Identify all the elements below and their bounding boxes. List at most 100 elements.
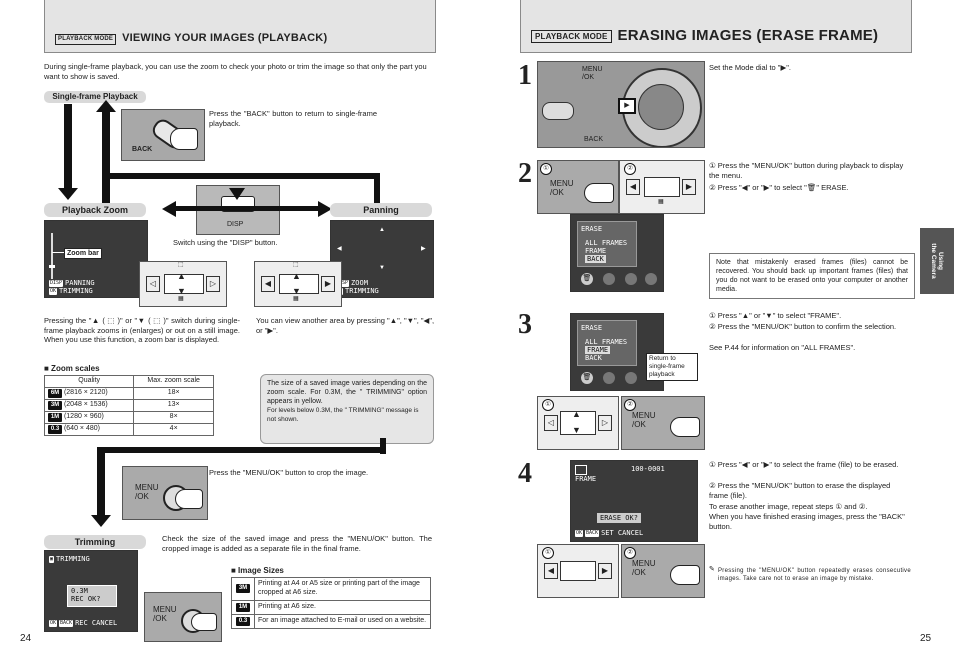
pad-right-icon: ▶ xyxy=(321,276,335,292)
return-callout: Return to single-frame playback xyxy=(646,353,698,381)
finger-pointer-icon xyxy=(175,489,203,509)
finger-pointer-icon xyxy=(670,565,700,585)
trim-description: Check the size of the saved image and pr… xyxy=(162,534,432,553)
double-arrow-shaft xyxy=(176,206,320,211)
step-4-instruction-3: To erase another image, repeat steps ① a… xyxy=(709,502,868,511)
dial-menu-label: MENU /OK xyxy=(582,66,603,81)
pad-down-arrow-icon: ▼ xyxy=(292,286,301,296)
trash-icon: 🗑 xyxy=(581,372,593,384)
step-2-erase-lcd: ERASE ALL FRAMES FRAME BACK 🗑 xyxy=(570,214,664,292)
step-3-control-pad: ① ◁ ▷ ▲ ▼ xyxy=(537,396,619,450)
menu-icon-4 xyxy=(645,273,657,285)
trim-lcd-title-text: TRIMMING xyxy=(56,555,90,563)
circled-1-icon: ① xyxy=(542,547,554,559)
menu-icon-2 xyxy=(603,273,615,285)
playback-icon: ▶ xyxy=(618,98,636,114)
left-page-number: 24 xyxy=(20,633,32,644)
pad-center xyxy=(164,274,204,294)
crop-instruction: Press the "MENU/OK" button to crop the i… xyxy=(209,468,369,477)
table-row: 1M (1280 × 960)8× xyxy=(43,410,214,424)
dial-back-label: BACK xyxy=(584,136,604,143)
circled-2-icon: ② xyxy=(624,399,636,411)
pan-right-arrow-icon: ▶ xyxy=(421,246,426,252)
quality-header: Quality xyxy=(43,375,135,388)
menu-ok-label: MENU /OK xyxy=(135,483,159,501)
step-4-control-pad: ① ◀ ▶ xyxy=(537,544,619,598)
pad-down-arrow-icon: ▼ xyxy=(572,425,581,435)
quality-03m-icon: 0.3 xyxy=(236,616,250,626)
table-row: 0.3 (640 × 480)4× xyxy=(43,422,214,436)
resolution: (2048 × 1536) xyxy=(63,400,108,408)
zoom-control-pad: ◁ ▷ ▲ ▼ ⬚ ▦ xyxy=(139,261,227,307)
ok-tag: OK xyxy=(49,619,58,627)
quality-1m-icon: 1M xyxy=(236,602,250,612)
playback-zoom-label: Playback Zoom xyxy=(44,203,146,217)
trash-icon: 🗑 xyxy=(581,273,593,285)
back-button-label: BACK xyxy=(132,146,153,153)
resolution: (1280 × 960) xyxy=(63,412,104,420)
zoom-scale: 8× xyxy=(133,410,214,424)
quality-3m-icon: 3M xyxy=(236,584,250,594)
erase-menu-frame: FRAME xyxy=(585,346,611,354)
mode-dial-inner xyxy=(638,84,684,130)
panning-label: Panning xyxy=(330,203,432,217)
trim-lcd-bottom-text: REC CANCEL xyxy=(75,619,118,627)
menu-ok-label: MENU /OK xyxy=(550,179,574,197)
right-header-band: PLAYBACK MODE ERASING IMAGES (ERASE FRAM… xyxy=(520,0,912,53)
size-note-text-2: For levels below 0.3M, the " TRIMMING" m… xyxy=(267,407,419,423)
back-tag: BACK xyxy=(59,619,74,627)
zoom-lcd-trimming: TRIMMING xyxy=(59,287,93,295)
step-2-instruction-2: ② Press "◀" or "▶" to select "🗑" ERASE. xyxy=(709,183,849,192)
pad-right-icon: ▷ xyxy=(206,276,220,292)
step-3-instruction-3: See P.44 for information on "ALL FRAMES"… xyxy=(709,343,856,352)
pan-control-pad: ◀ ▶ ▲ ▼ ⬚ ▦ xyxy=(254,261,342,307)
resolution: (2816 × 2120) xyxy=(63,388,108,396)
trimming-label: Trimming xyxy=(44,535,146,549)
size-usage: Printing at A6 size. xyxy=(254,599,431,615)
table-row: 6M (2816 × 2120)18× xyxy=(43,386,214,400)
tele-icon: ⬚ xyxy=(293,262,299,268)
zoom-bar-icon xyxy=(51,233,53,279)
zoom-description: Pressing the "▲ ( ⬚ )" or "▼ ( ⬚ )" swit… xyxy=(44,316,240,344)
erase-tip: Pressing the "MENU/OK" button repeatedly… xyxy=(718,568,911,582)
menu-ok-photo-2: MENU /OK xyxy=(144,592,222,642)
pan-lcd-zoom: ZOOM xyxy=(351,279,368,287)
erase-menu-back: BACK xyxy=(585,354,602,362)
erase-menu-frame: FRAME xyxy=(585,247,607,255)
quality-6m-icon: 6M xyxy=(48,388,62,398)
circled-1-icon: ① xyxy=(540,163,552,175)
return-arrow-horizontal xyxy=(102,173,380,179)
pan-down-arrow-icon: ▼ xyxy=(379,265,385,271)
step-3-erase-lcd: ERASE ALL FRAMES FRAME BACK 🗑 xyxy=(570,313,664,391)
left-page-title: VIEWING YOUR IMAGES (PLAYBACK) xyxy=(122,32,328,45)
disp-switch-instruction: Switch using the "DISP" button. xyxy=(173,238,278,247)
using-the-camera-tab[interactable]: Using the Camera xyxy=(920,228,954,294)
menu-icon-2 xyxy=(603,372,615,384)
menu-ok-label: MENU /OK xyxy=(632,559,656,577)
menu-ok-photo: MENU /OK xyxy=(122,466,208,520)
circled-2-icon: ② xyxy=(624,547,636,559)
trim-lcd-title: ▣TRIMMING xyxy=(49,555,90,563)
table-row: 3M (2048 × 1536)13× xyxy=(43,398,214,412)
zoom-bar-callout: Zoom bar xyxy=(64,248,102,259)
double-arrow-left-head xyxy=(162,201,176,217)
pad-down-arrow-icon: ▼ xyxy=(177,286,186,296)
pad-center xyxy=(644,177,680,197)
left-down-arrow-shaft xyxy=(64,104,72,190)
step-3-instruction-2: ② Press the "MENU/OK" button to confirm … xyxy=(709,322,897,331)
return-arrow-head xyxy=(96,100,116,112)
frame-lcd-number: 100-0001 xyxy=(631,465,665,473)
left-intro: During single-frame playback, you can us… xyxy=(44,62,427,81)
trim-arrow-riser xyxy=(380,438,386,454)
down-arrow-icon xyxy=(229,188,245,200)
step-4-instruction-2: ② Press the "MENU/OK" button to erase th… xyxy=(709,481,891,500)
resolution: (640 × 480) xyxy=(63,424,100,432)
finger-pointer-icon xyxy=(191,613,217,631)
